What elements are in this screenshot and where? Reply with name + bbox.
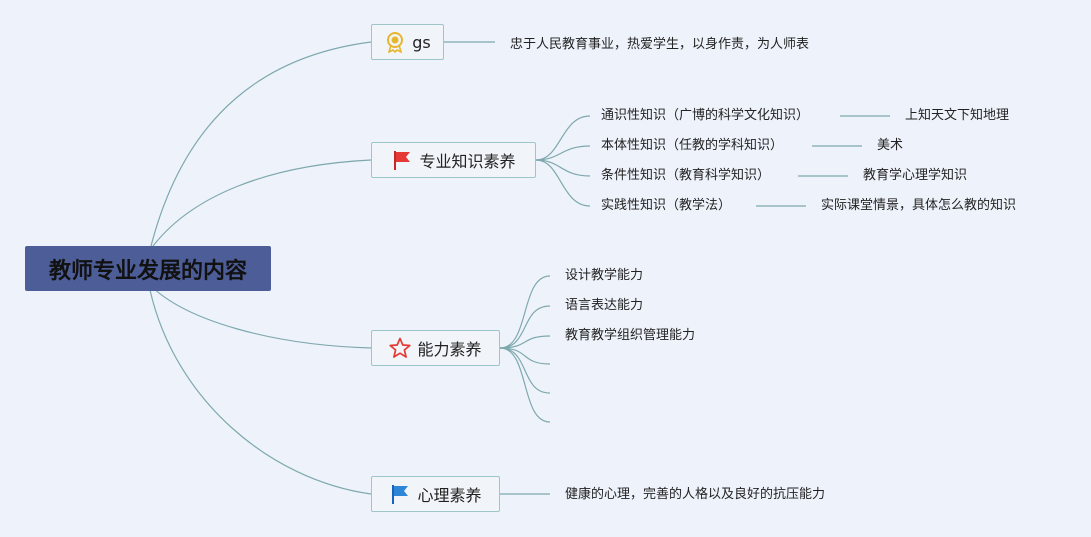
medal-icon: [387, 32, 404, 53]
connector-knowledge-child-4: [535, 159, 591, 207]
leaf-ability-1[interactable]: 设计教学能力: [565, 268, 644, 283]
branch-label: 专业知识素养: [419, 152, 516, 171]
connector-ability-child-3: [499, 335, 551, 349]
branch-professional-knowledge[interactable]: 专业知识素养: [371, 142, 536, 178]
leaf-knowledge-3[interactable]: 条件性知识（教育科学知识）: [601, 168, 771, 183]
connector-ability-child-6: [499, 347, 551, 423]
connector-ability-child-5: [499, 347, 551, 394]
connector-knowledge-child-2: [535, 145, 591, 161]
branch-gs[interactable]: gs: [371, 24, 444, 60]
leaf-ability-3[interactable]: 教育教学组织管理能力: [565, 328, 696, 343]
root-topic[interactable]: 教师专业发展的内容: [25, 246, 271, 291]
leaf-knowledge-2[interactable]: 本体性知识（任教的学科知识）: [601, 138, 784, 153]
branch-label: 心理素养: [417, 486, 482, 505]
leaf-gs-1[interactable]: 忠于人民教育事业，热爱学生，以身作责，为人师表: [510, 37, 810, 52]
connector-root-knowledge: [149, 159, 372, 251]
leaf-knowledge-3-detail[interactable]: 教育学心理学知识: [863, 168, 968, 183]
connector-root-gs: [149, 41, 372, 251]
connector-knowledge-child-3: [535, 159, 591, 177]
root-topic-label: 教师专业发展的内容: [48, 258, 247, 284]
leaf-knowledge-4[interactable]: 实践性知识（教学法）: [601, 198, 732, 213]
leaf-knowledge-1[interactable]: 通识性知识（广博的科学文化知识）: [601, 108, 810, 123]
connector-ability-child-1: [499, 275, 551, 349]
branch-psychology[interactable]: 心理素养: [371, 476, 500, 512]
blue-flag-icon: [392, 485, 409, 504]
star-icon: [389, 337, 412, 358]
leaf-ability-2[interactable]: 语言表达能力: [565, 298, 644, 313]
leaf-knowledge-4-detail[interactable]: 实际课堂情景，具体怎么教的知识: [821, 198, 1017, 213]
connector-root-psychology: [149, 289, 372, 495]
connector-knowledge-child-1: [535, 115, 591, 161]
leaf-knowledge-1-detail[interactable]: 上知天文下知地理: [905, 108, 1010, 123]
connector-ability-child-2: [499, 305, 551, 349]
connector-root-ability: [149, 284, 372, 349]
branch-ability[interactable]: 能力素养: [371, 330, 500, 366]
leaf-knowledge-2-detail[interactable]: 美术: [877, 138, 904, 153]
red-flag-icon: [394, 151, 411, 170]
branch-label: gs: [412, 32, 431, 52]
leaf-psychology-1[interactable]: 健康的心理，完善的人格以及良好的抗压能力: [565, 487, 826, 502]
branch-label: 能力素养: [417, 340, 482, 359]
